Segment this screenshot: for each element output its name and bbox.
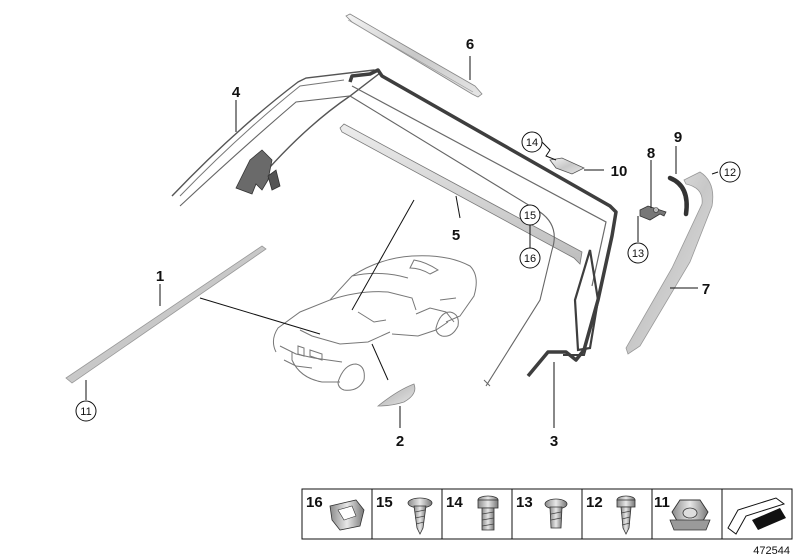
- part-6-roof-trim-strip: [345, 13, 483, 98]
- part-10-clip: [549, 157, 585, 175]
- callout-5: 5: [452, 227, 460, 244]
- svg-text:13: 13: [516, 494, 533, 511]
- callout-9: 9: [674, 129, 682, 146]
- callout-10: 10: [611, 163, 628, 180]
- part-5-seal-strip: [179, 95, 583, 387]
- circled-callout-12: 12: [719, 161, 741, 183]
- callout-1: 1: [156, 268, 164, 285]
- diagram-id: 472544: [753, 545, 790, 557]
- callout-labels: 1 2 3 4 5 6 7 8 9 10: [156, 36, 710, 450]
- svg-text:11: 11: [654, 494, 670, 511]
- assembly-arrow-icon: [727, 497, 786, 535]
- circled-callout-15: 15: [519, 204, 541, 226]
- svg-text:16: 16: [306, 494, 323, 511]
- strip-cell-13: 13: [516, 494, 568, 529]
- callout-7: 7: [702, 281, 710, 298]
- svg-text:14: 14: [526, 137, 538, 149]
- svg-text:12: 12: [586, 494, 603, 511]
- callout-4: 4: [232, 84, 241, 101]
- circled-callout-16: 16: [519, 247, 541, 269]
- part-8-bracket: [639, 205, 667, 221]
- svg-text:15: 15: [524, 210, 536, 222]
- part-9-curved-seal: [667, 175, 689, 217]
- strip-cell-11: 11: [654, 494, 711, 531]
- svg-text:16: 16: [524, 253, 536, 265]
- svg-text:12: 12: [724, 167, 736, 179]
- circled-callout-14: 14: [521, 131, 543, 153]
- circled-callout-11: 11: [75, 400, 97, 422]
- part-7-pillar-trim: [625, 171, 714, 355]
- svg-text:14: 14: [446, 494, 463, 511]
- svg-text:15: 15: [376, 494, 393, 511]
- callout-2: 2: [396, 433, 404, 450]
- svg-text:13: 13: [632, 248, 644, 260]
- callout-3: 3: [550, 433, 558, 450]
- strip-cell-16: 16: [306, 494, 365, 531]
- part-4-frame-rail: [171, 69, 382, 197]
- part-3-window-frame: [348, 68, 618, 378]
- part-2-small-trim: [376, 383, 416, 407]
- strip-cell-15: 15: [376, 494, 433, 535]
- callout-6: 6: [466, 36, 474, 53]
- parts-strip: 16 15 14 13 12: [301, 488, 793, 540]
- strip-cell-12: 12: [586, 494, 636, 535]
- leader-lines: [85, 56, 719, 428]
- svg-text:11: 11: [80, 406, 91, 418]
- callout-8: 8: [647, 145, 655, 162]
- circled-callout-13: 13: [627, 242, 649, 264]
- circled-callouts: 11 12 13 14 15 16: [75, 131, 741, 422]
- part-1-sill-trim: [65, 245, 267, 384]
- strip-cell-14: 14: [446, 494, 499, 531]
- car-illustration: [272, 255, 477, 391]
